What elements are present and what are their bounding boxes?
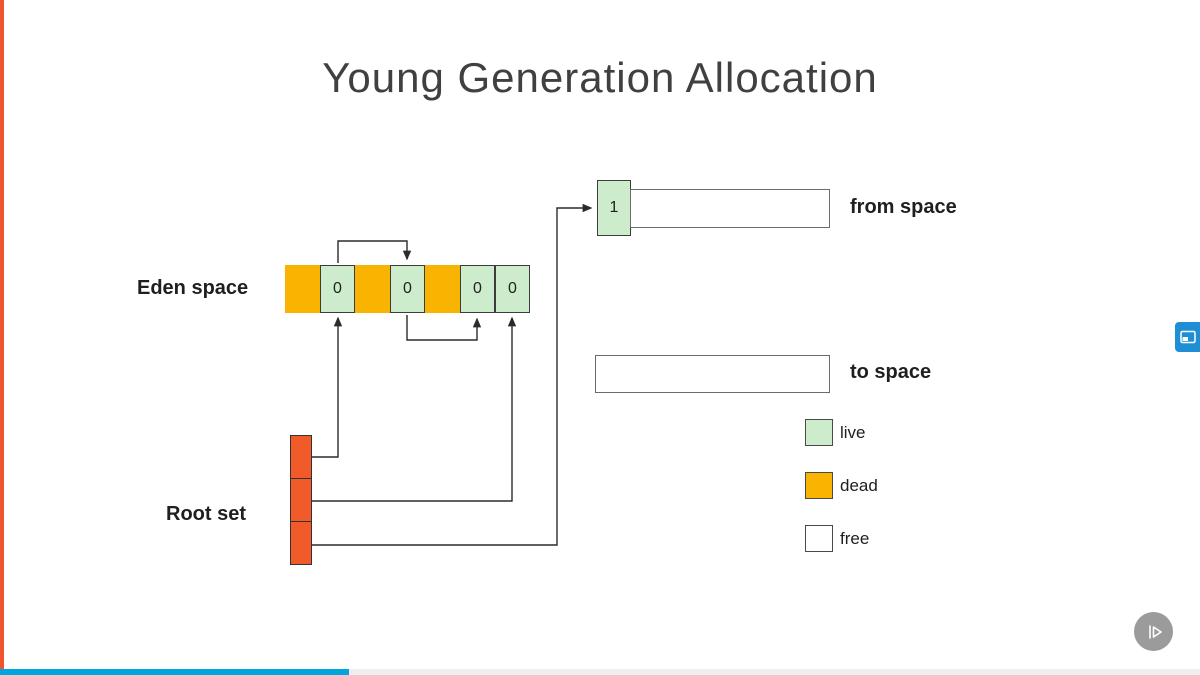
legend-label-dead: dead xyxy=(840,476,878,495)
eden-cell-live: 0 xyxy=(495,265,530,313)
video-progress-bar[interactable] xyxy=(0,669,1200,675)
arrow-root-to-from-space xyxy=(312,203,593,546)
root-set-cell xyxy=(290,478,312,522)
legend-label-live: live xyxy=(840,423,866,442)
root-set-cell xyxy=(290,521,312,565)
arrow-root-to-eden-1 xyxy=(312,316,343,458)
arrow-root-to-eden-2 xyxy=(312,316,517,502)
legend-label-free: free xyxy=(840,529,870,548)
from-space-label: from space xyxy=(850,196,957,218)
eden-cell-dead xyxy=(285,265,320,313)
arrow-eden-top-link xyxy=(337,240,412,263)
from-space-rect xyxy=(630,189,830,228)
picture-in-picture-button[interactable] xyxy=(1175,322,1200,352)
player-logo-button[interactable] xyxy=(1134,612,1173,651)
legend-swatch-dead xyxy=(805,472,833,499)
root-set-label: Root set xyxy=(166,503,246,525)
picture-in-picture-icon xyxy=(1179,330,1196,344)
arrow-eden-bottom-link xyxy=(406,315,482,341)
eden-cell-dead xyxy=(425,265,460,313)
to-space-rect xyxy=(595,355,830,393)
legend-swatch-free xyxy=(805,525,833,552)
pluralsight-play-icon xyxy=(1143,621,1165,643)
root-set-cell xyxy=(290,435,312,479)
legend-swatch-live xyxy=(805,419,833,446)
video-progress-fill xyxy=(0,669,350,675)
slide-title: Young Generation Allocation xyxy=(322,54,878,101)
eden-space-label: Eden space xyxy=(137,277,249,299)
eden-cell-dead xyxy=(355,265,390,313)
left-accent-bar xyxy=(0,0,4,675)
from-space-live-cell: 1 xyxy=(597,180,631,236)
eden-cell-live: 0 xyxy=(460,265,495,313)
root-set-stack xyxy=(290,435,312,565)
eden-cell-live: 0 xyxy=(390,265,425,313)
to-space-label: to space xyxy=(850,361,932,383)
eden-space-bar: 0 0 0 0 xyxy=(285,265,530,313)
eden-cell-live: 0 xyxy=(320,265,355,313)
